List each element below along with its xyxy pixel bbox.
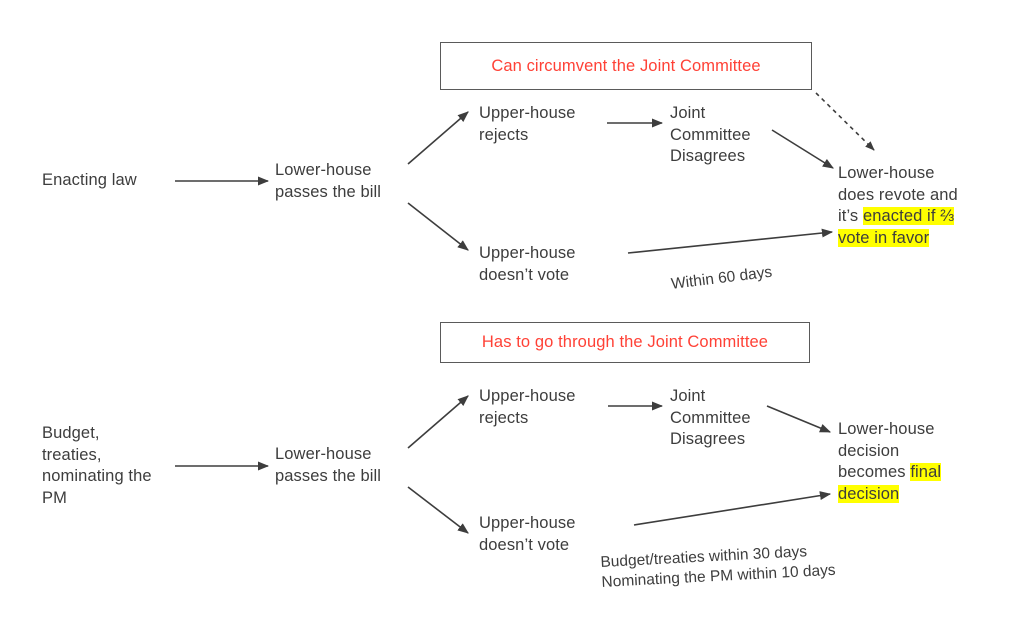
- dashed-arrow-callout-to-outcome: [815, 92, 875, 151]
- callout-box-circumvent: Can circumvent the Joint Committee: [440, 42, 812, 90]
- node-outcome-revote-enacted: Lower-house does revote and it’s enacted…: [838, 163, 1008, 249]
- node-lower-house-passes-bill-top: Lower-house passes the bill: [275, 161, 382, 201]
- arrow-uppernovote-to-outcome: [627, 228, 834, 254]
- node-enacting-law: Enacting law: [42, 171, 137, 189]
- node-upper-house-doesnt-vote-bottom: Upper-house doesn’t vote: [479, 514, 576, 554]
- edge-label-within-60-days: Within 60 days: [670, 263, 774, 293]
- outcome-text-prefix-top: Lower-house does revote and it’s: [838, 164, 958, 225]
- arrow-lowerhouse-to-uppernovote: [407, 202, 469, 251]
- node-budget-treaties-pm: Budget, treaties, nominating the PM: [42, 424, 152, 507]
- node-upper-house-rejects-top: Upper-house rejects: [479, 104, 576, 144]
- arrow-lowerhouse-to-upperrejects: [407, 111, 469, 165]
- edge-label-budget-timing: Budget/treaties within 30 days Nominatin…: [600, 543, 837, 591]
- node-joint-committee-disagrees-top: Joint Committee Disagrees: [670, 104, 751, 165]
- node-lower-house-passes-bill-bottom: Lower-house passes the bill: [275, 445, 382, 485]
- node-upper-house-rejects-bottom: Upper-house rejects: [479, 387, 576, 427]
- node-upper-house-doesnt-vote-top: Upper-house doesn’t vote: [479, 244, 576, 284]
- callout-text-circumvent: Can circumvent the Joint Committee: [491, 56, 761, 75]
- arrow-uppernovote2-to-outcome: [633, 491, 832, 526]
- callout-text-must-go-through: Has to go through the Joint Committee: [481, 333, 769, 351]
- arrow-jointcommittee-to-outcome: [771, 129, 834, 169]
- arrow-lowerhouse2-to-uppernovote: [407, 486, 469, 534]
- arrow-lowerhouse2-to-upperrejects: [407, 395, 469, 449]
- callout-box-must-go-through: Has to go through the Joint Committee: [440, 322, 810, 363]
- outcome-text-prefix-bottom: Lower-house decision becomes: [838, 420, 935, 481]
- arrow-jointcommittee2-to-outcome: [766, 405, 832, 433]
- node-outcome-final-decision: Lower-house decision becomes final decis…: [838, 419, 1008, 505]
- node-joint-committee-disagrees-bottom: Joint Committee Disagrees: [670, 387, 751, 448]
